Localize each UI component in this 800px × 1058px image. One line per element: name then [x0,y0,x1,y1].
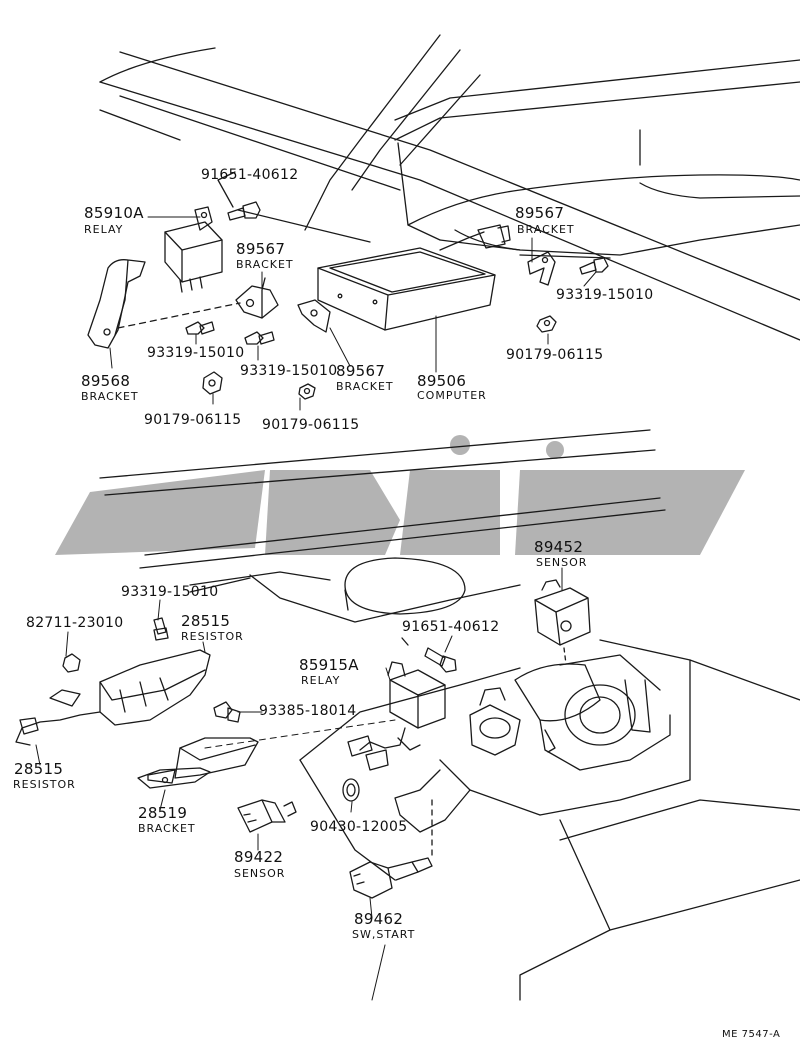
label-89567-a-number: 89567 [236,240,286,258]
switch-89462-icon [349,799,433,899]
label-90179-06115-b: 90179-06115 [144,412,242,428]
label-89567-a-name: BRACKET [236,258,294,271]
label-28515-b-number: 28515 [14,760,64,778]
lower-leader-lines [35,567,563,1001]
throttle-body-icon [469,654,671,771]
bolt-93385-icon [213,701,241,723]
label-28519-number: 28519 [138,804,188,822]
label-90179-06115-c: 90179-06115 [262,417,360,433]
label-28519-name: BRACKET [138,822,196,835]
label-89462-name: SW,START [352,928,416,941]
bracket-28519-icon [137,767,211,789]
label-93319-15010-a: 93319-15010 [147,345,245,361]
label-89422-number: 89422 [234,848,284,866]
label-85910a-number: 85910A [84,204,144,222]
bolt-93319-d-icon [153,617,169,641]
gasket-90430-icon [342,778,360,802]
lower-body-outline [99,429,800,1001]
label-85915a-name: RELAY [301,674,341,687]
resistor-28515-a-icon [15,649,211,746]
computer-89506-icon [317,224,511,331]
nut-90179-c-icon [298,383,316,400]
label-82711-23010: 82711-23010 [26,615,124,631]
label-90430-12005: 90430-12005 [310,819,408,835]
label-89567-b-name: BRACKET [336,380,394,393]
relay-85915a-icon [347,661,446,771]
bracket-89567-b-icon [297,299,331,333]
resistor-28515-b-icon [147,737,259,784]
label-89567-c-number: 89567 [515,204,565,222]
label-89568-name: BRACKET [81,390,139,403]
upper-body-outline [99,34,800,341]
relay-alignment-line [204,719,396,749]
label-28515-a-name: RESISTOR [181,630,244,643]
label-89567-c-name: BRACKET [517,223,575,236]
label-85910a-name: RELAY [84,223,124,236]
label-28515-a-number: 28515 [181,612,231,630]
bolt-93319-b-icon [244,331,275,345]
label-89506-name: COMPUTER [417,389,487,402]
bolt-93319-a-icon [185,321,215,335]
figure-code: ME 7547-A [722,1029,781,1040]
label-93319-15010-b: 93319-15010 [240,363,338,379]
bracket-89567-c-icon [527,251,556,286]
sensor-89422-icon [237,799,297,833]
bracket-89568-icon [87,259,241,349]
bolt-91651-top-icon [217,171,261,221]
label-91651-40612-top: 91651-40612 [201,167,299,183]
label-89506-number: 89506 [417,372,467,390]
nut-90179-b-icon [202,371,223,395]
bracket-89567-a-icon [235,277,279,319]
bolt-93319-c-icon [579,257,609,275]
label-89452-name: SENSOR [536,556,588,569]
label-85915a-number: 85915A [299,656,359,674]
watermark-logo [55,435,745,555]
upper-leader-lines [109,216,597,411]
label-89452-number: 89452 [534,538,584,556]
clip-82711-icon [62,653,81,673]
bolt-91651-bottom-icon [401,637,457,673]
label-89462-number: 89462 [354,910,404,928]
relay-85910a-icon [164,206,223,293]
label-90179-06115-a: 90179-06115 [506,347,604,363]
label-93319-15010-c: 93319-15010 [556,287,654,303]
label-89567-b-number: 89567 [336,362,386,380]
label-93385-18014: 93385-18014 [259,703,357,719]
label-89422-name: SENSOR [234,867,286,880]
sensor-89452-icon [534,579,591,665]
label-28515-b-name: RESISTOR [13,778,76,791]
nut-90179-a-icon [536,315,557,333]
label-93319-15010-d: 93319-15010 [121,584,219,600]
label-89568-number: 89568 [81,372,131,390]
label-91651-40612-bottom: 91651-40612 [402,619,500,635]
